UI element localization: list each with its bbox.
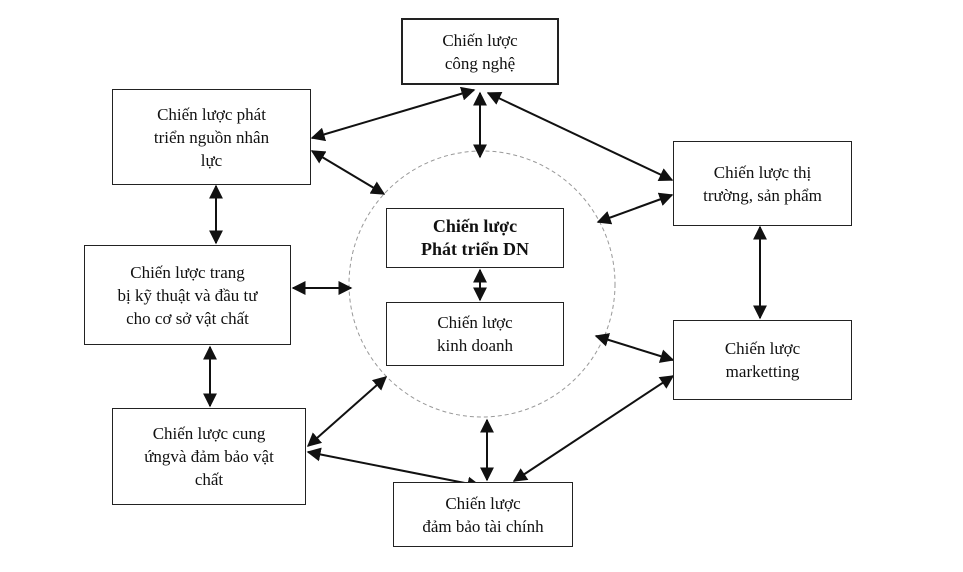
box-trang-bi-label: Chiến lược trang bị kỹ thuật và đầu tư c… [117, 262, 258, 328]
box-cung-ung: Chiến lược cung ứngvà đảm bảo vật chất [112, 408, 306, 505]
box-tai-chinh-label: Chiến lược đảm bảo tài chính [422, 493, 544, 536]
arrow-cungung-center [306, 376, 388, 447]
box-nhan-luc: Chiến lược phát triển nguồn nhân lực [112, 89, 311, 185]
arrow-cungung-taichinh [306, 447, 482, 491]
box-nhan-luc-label: Chiến lược phát triển nguồn nhân lực [153, 104, 270, 170]
box-thi-truong-label: Chiến lược thị trường, sản phẩm [703, 162, 822, 205]
box-tai-chinh: Chiến lược đảm bảo tài chính [393, 482, 573, 547]
box-kinh-doanh: Chiến lược kinh doanh [386, 302, 564, 366]
box-phat-trien-dn: Chiến lược Phát triển DN [386, 208, 564, 268]
arrow-nhanluc-center [310, 150, 386, 195]
box-thi-truong: Chiến lược thị trường, sản phẩm [673, 141, 852, 226]
box-marketting: Chiến lược marketting [673, 320, 852, 400]
box-cong-nghe-label: Chiến lược công nghệ [442, 30, 518, 73]
box-kinh-doanh-label: Chiến lược kinh doanh [436, 313, 514, 355]
arrow-thitruong-center [596, 192, 674, 225]
box-cong-nghe: Chiến lược công nghệ [401, 18, 559, 85]
box-cung-ung-label: Chiến lược cung ứngvà đảm bảo vật chất [144, 424, 274, 489]
arrow-congnghe-thitruong [486, 92, 674, 181]
box-phat-trien-dn-label: Chiến lược Phát triển DN [421, 216, 529, 259]
arrow-marketting-taichinh [512, 375, 675, 482]
box-marketting-label: Chiến lược marketting [724, 339, 801, 381]
box-trang-bi: Chiến lược trang bị kỹ thuật và đầu tư c… [84, 245, 291, 345]
center-circle [348, 150, 616, 418]
arrow-marketting-center [594, 333, 675, 363]
arrow-nhanluc-congnghe [310, 86, 476, 142]
